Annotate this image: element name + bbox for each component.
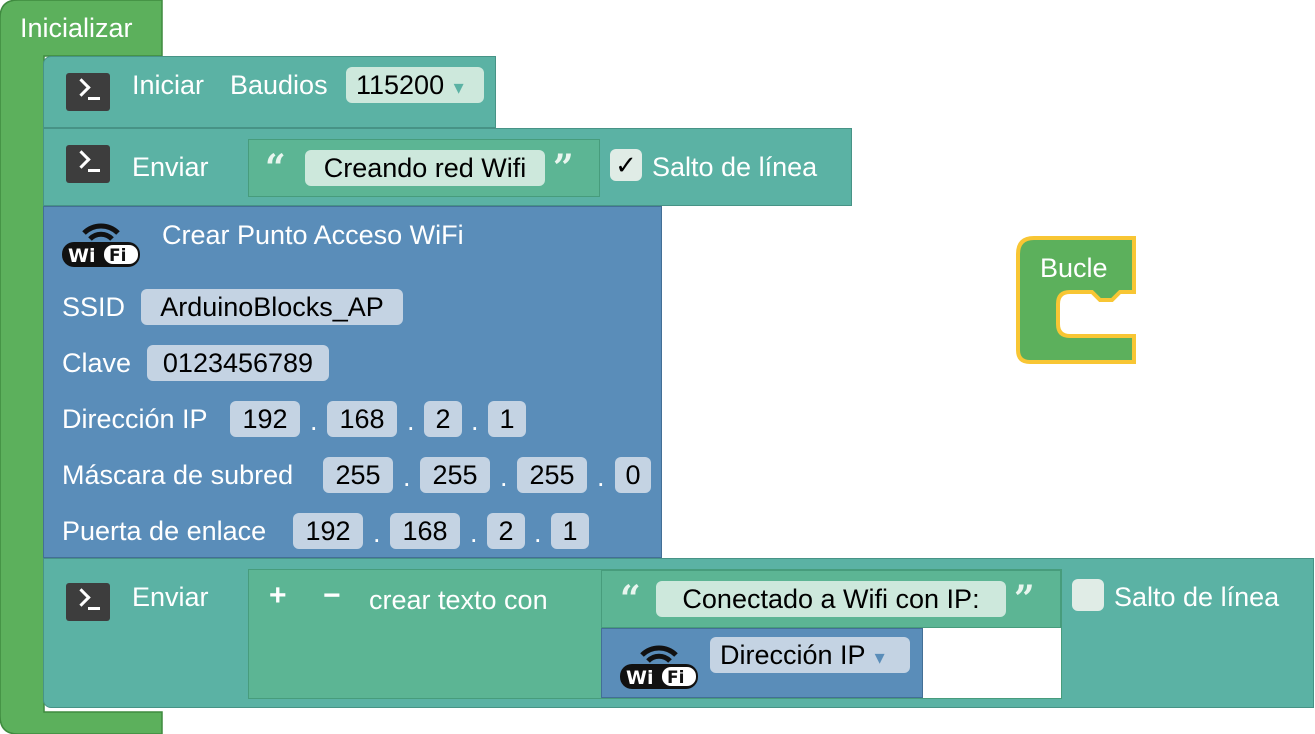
empty-slot xyxy=(923,628,1061,698)
text-join-block[interactable]: + − crear texto con “ Conectado a Wifi c… xyxy=(248,569,1062,699)
gateway-octet-3[interactable]: 2 xyxy=(487,513,525,549)
remove-item-button[interactable]: − xyxy=(323,579,341,612)
wifi-ap-title: Crear Punto Acceso WiFi xyxy=(162,220,464,250)
inicializar-block[interactable]: Inicializar xyxy=(0,0,164,734)
gateway-separator: . xyxy=(373,518,381,548)
mask-octet-4[interactable]: 0 xyxy=(615,457,651,493)
svg-text:Fi: Fi xyxy=(109,246,126,266)
mask-octet-2[interactable]: 255 xyxy=(420,457,490,493)
newline-label: Salto de línea xyxy=(652,152,818,182)
gateway-octet-2[interactable]: 168 xyxy=(390,513,460,549)
dropdown-arrow-icon: ▾ xyxy=(874,647,885,669)
ssid-label: SSID xyxy=(62,292,126,322)
clave-label: Clave xyxy=(62,348,132,378)
bucle-block[interactable]: Bucle xyxy=(1016,236,1136,364)
mask-separator: . xyxy=(597,462,605,492)
gateway-octet-4[interactable]: 1 xyxy=(551,513,589,549)
svg-text:Fi: Fi xyxy=(667,668,684,688)
inicializar-label: Inicializar xyxy=(20,13,133,43)
wifi-ip-block[interactable]: Wi Fi Dirección IP ▾ xyxy=(601,628,923,698)
text-block[interactable]: “ Conectado a Wifi con IP: ” xyxy=(601,570,1061,628)
close-quote-icon: ” xyxy=(553,147,574,189)
text-value-field[interactable]: Creando red Wifi xyxy=(305,150,545,186)
gateway-label: Puerta de enlace xyxy=(62,516,267,546)
ip-octet-3[interactable]: 2 xyxy=(424,401,462,437)
mask-separator: . xyxy=(403,462,411,492)
enviar-label: Enviar xyxy=(132,152,209,182)
ip-octet-1[interactable]: 192 xyxy=(230,401,300,437)
mask-separator: . xyxy=(500,462,508,492)
ip-separator: . xyxy=(471,406,479,436)
baudios-label: Baudios xyxy=(230,70,328,100)
wifi-logo-icon: Wi Fi xyxy=(62,223,140,267)
terminal-icon xyxy=(66,145,110,183)
ip-octet-4[interactable]: 1 xyxy=(488,401,526,437)
gateway-separator: . xyxy=(534,518,542,548)
mask-octet-1[interactable]: 255 xyxy=(323,457,393,493)
mask-label: Máscara de subred xyxy=(62,460,294,490)
newline-checkbox[interactable]: ✓ xyxy=(610,149,642,181)
serial-print-block-2[interactable]: Enviar + − crear texto con “ Conectado a… xyxy=(43,558,1314,708)
close-quote-icon: ” xyxy=(1014,578,1035,620)
iniciar-label: Iniciar xyxy=(132,70,205,100)
dropdown-arrow-icon: ▾ xyxy=(453,77,464,99)
newline-checkbox[interactable] xyxy=(1072,579,1104,611)
gateway-separator: . xyxy=(470,518,478,548)
ssid-field[interactable]: ArduinoBlocks_AP xyxy=(141,289,403,325)
inicializar-shape xyxy=(0,0,163,734)
open-quote-icon: “ xyxy=(620,578,641,620)
text-value-field[interactable]: Conectado a Wifi con IP: xyxy=(656,581,1006,617)
bucle-shape xyxy=(1016,236,1136,364)
enviar-label: Enviar xyxy=(132,582,209,612)
ip-separator: . xyxy=(310,406,318,436)
baud-rate-value: 115200 xyxy=(356,70,445,100)
svg-text:Wi: Wi xyxy=(68,245,95,267)
bucle-label: Bucle xyxy=(1040,253,1108,283)
terminal-icon xyxy=(66,583,110,621)
baud-rate-dropdown[interactable]: 115200 ▾ xyxy=(346,67,484,103)
serial-begin-block[interactable]: Iniciar Baudios 115200 ▾ xyxy=(43,56,496,128)
join-label: crear texto con xyxy=(369,585,548,615)
terminal-icon xyxy=(66,73,110,111)
text-block[interactable]: “ Creando red Wifi ” xyxy=(248,139,600,197)
ip-dropdown[interactable]: Dirección IP ▾ xyxy=(710,637,910,673)
newline-label: Salto de línea xyxy=(1114,582,1280,612)
mask-octet-3[interactable]: 255 xyxy=(517,457,587,493)
ip-dropdown-value: Dirección IP xyxy=(720,640,866,670)
gateway-octet-1[interactable]: 192 xyxy=(293,513,363,549)
wifi-ap-block[interactable]: Wi Fi Crear Punto Acceso WiFi SSID Ardui… xyxy=(43,206,662,558)
ip-octet-2[interactable]: 168 xyxy=(327,401,397,437)
serial-print-block-1[interactable]: Enviar “ Creando red Wifi ” ✓ Salto de l… xyxy=(43,128,852,206)
ip-separator: . xyxy=(407,406,415,436)
ip-label: Dirección IP xyxy=(62,404,208,434)
svg-text:Wi: Wi xyxy=(626,667,653,689)
add-item-button[interactable]: + xyxy=(269,579,287,612)
clave-field[interactable]: 0123456789 xyxy=(147,345,329,381)
wifi-logo-icon: Wi Fi xyxy=(620,645,698,689)
open-quote-icon: “ xyxy=(265,147,286,189)
